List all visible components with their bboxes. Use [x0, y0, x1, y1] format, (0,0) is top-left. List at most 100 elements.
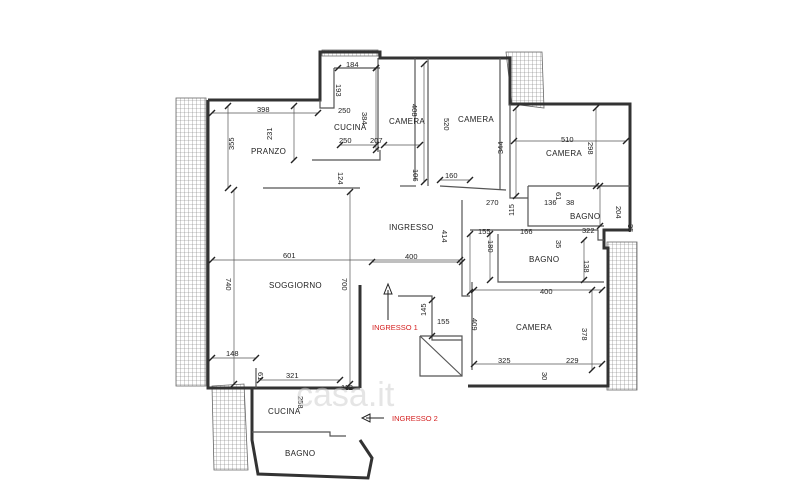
- room-bagno-3: BAGNO: [285, 449, 315, 458]
- dim-38: 38: [566, 198, 574, 207]
- dim-400b: 400: [540, 287, 553, 296]
- dimension-tick: [458, 258, 466, 266]
- room-camera-2: CAMERA: [458, 115, 494, 124]
- dim-184: 184: [346, 60, 359, 69]
- dim-378: 378: [580, 328, 589, 341]
- dim-145: 145: [419, 303, 428, 316]
- room-soggiorno: SOGGIORNO: [269, 281, 322, 290]
- dimension-tick: [372, 146, 380, 154]
- dimension-tick: [598, 286, 606, 294]
- dimension-tick: [428, 296, 436, 304]
- dim-35b: 35: [554, 240, 563, 248]
- room-pranzo: PRANZO: [251, 147, 286, 156]
- room-camera-1: CAMERA: [389, 117, 425, 126]
- dimension-tick: [466, 230, 474, 238]
- room-camera-3: CAMERA: [546, 149, 582, 158]
- dimension-tick: [420, 60, 428, 68]
- dimension-tick: [224, 184, 232, 192]
- dimension-tick: [598, 360, 606, 368]
- entry-arrows: [360, 282, 393, 423]
- dimension-ticks: [208, 60, 630, 388]
- dimension-tick: [314, 109, 322, 117]
- dim-207: 207: [370, 136, 383, 145]
- dim-384: 384: [360, 112, 369, 125]
- dimension-tick: [290, 156, 298, 164]
- dim-258: 258: [296, 396, 305, 409]
- dim-400a: 400: [405, 252, 418, 261]
- dimension-tick: [580, 236, 588, 244]
- dimension-tick: [334, 64, 342, 72]
- dim-322: 322: [582, 226, 595, 235]
- room-bagno-2: BAGNO: [529, 255, 559, 264]
- dim-250b: 250: [339, 136, 352, 145]
- dimension-tick: [420, 178, 428, 186]
- entry-1-label: INGRESSO 1: [372, 323, 418, 332]
- terrace-left: [175, 97, 207, 387]
- dimension-tick: [346, 380, 354, 388]
- dimension-tick: [208, 354, 216, 362]
- dimension-tick: [230, 186, 238, 194]
- dimension-tick: [372, 64, 380, 72]
- dimension-tick: [372, 141, 380, 149]
- dimension-tick: [588, 286, 596, 294]
- terrace-top-right: [505, 51, 545, 109]
- dim-601: 601: [283, 251, 296, 260]
- dimension-tick: [466, 176, 474, 184]
- dim-166: 166: [520, 227, 533, 236]
- dim-355: 355: [227, 137, 236, 150]
- dimension-tick: [592, 182, 600, 190]
- dimension-tick: [512, 192, 520, 200]
- dim-180: 180: [486, 240, 495, 253]
- dimension-tick: [336, 376, 344, 384]
- dim-148: 148: [226, 349, 239, 358]
- dimension-tick: [596, 182, 604, 190]
- dimension-tick: [470, 360, 478, 368]
- dim-700: 700: [340, 278, 349, 291]
- dimension-tick: [230, 380, 238, 388]
- dim-160: 160: [445, 171, 458, 180]
- dim-414: 414: [440, 230, 449, 243]
- dim-321: 321: [286, 371, 299, 380]
- dimension-tick: [416, 141, 424, 149]
- dimension-tick: [224, 102, 232, 110]
- dimension-tick: [580, 276, 588, 284]
- dim-409: 409: [470, 318, 479, 331]
- dim-298: 298: [586, 142, 595, 155]
- dimension-tick: [208, 109, 216, 117]
- entry-labels: INGRESSO 1 INGRESSO 2: [372, 323, 438, 423]
- dimension-tick: [380, 141, 388, 149]
- entry-2-arrowhead: [360, 413, 371, 423]
- watermark: casa.it: [296, 376, 395, 414]
- dimension-tick: [428, 332, 436, 340]
- dimension-tick: [466, 288, 474, 296]
- dimension-labels: 184 193 250 384 408 520 398 231 250 207 …: [224, 60, 635, 409]
- dim-155a: 155: [478, 227, 491, 236]
- entry-1-arrowhead: [383, 282, 393, 295]
- dimension-tick: [346, 188, 354, 196]
- dim-740: 740: [224, 278, 233, 291]
- dim-398: 398: [257, 105, 270, 114]
- dim-136: 136: [544, 198, 557, 207]
- dim-250a: 250: [338, 106, 351, 115]
- room-cucina-bottom: CUCINA: [268, 407, 301, 416]
- dim-155b: 155: [437, 317, 450, 326]
- dimension-tick: [596, 222, 604, 230]
- terrace-bottom-left: [211, 383, 249, 471]
- dimension-tick: [486, 230, 494, 238]
- dim-124: 124: [336, 172, 345, 185]
- dimension-tick: [208, 256, 216, 264]
- dim-231: 231: [265, 127, 274, 140]
- dim-204: 204: [614, 206, 623, 219]
- dim-30: 30: [540, 372, 549, 380]
- dimension-tick: [436, 176, 444, 184]
- dimension-tick: [336, 141, 344, 149]
- entry-2-label: INGRESSO 2: [392, 414, 438, 423]
- dim-510: 510: [561, 135, 574, 144]
- dim-344: 344: [496, 141, 505, 154]
- dimension-tick: [592, 104, 600, 112]
- dimension-tick: [588, 366, 596, 374]
- room-camera-4: CAMERA: [516, 323, 552, 332]
- dimension-tick: [510, 137, 518, 145]
- dimension-lines: [212, 64, 626, 384]
